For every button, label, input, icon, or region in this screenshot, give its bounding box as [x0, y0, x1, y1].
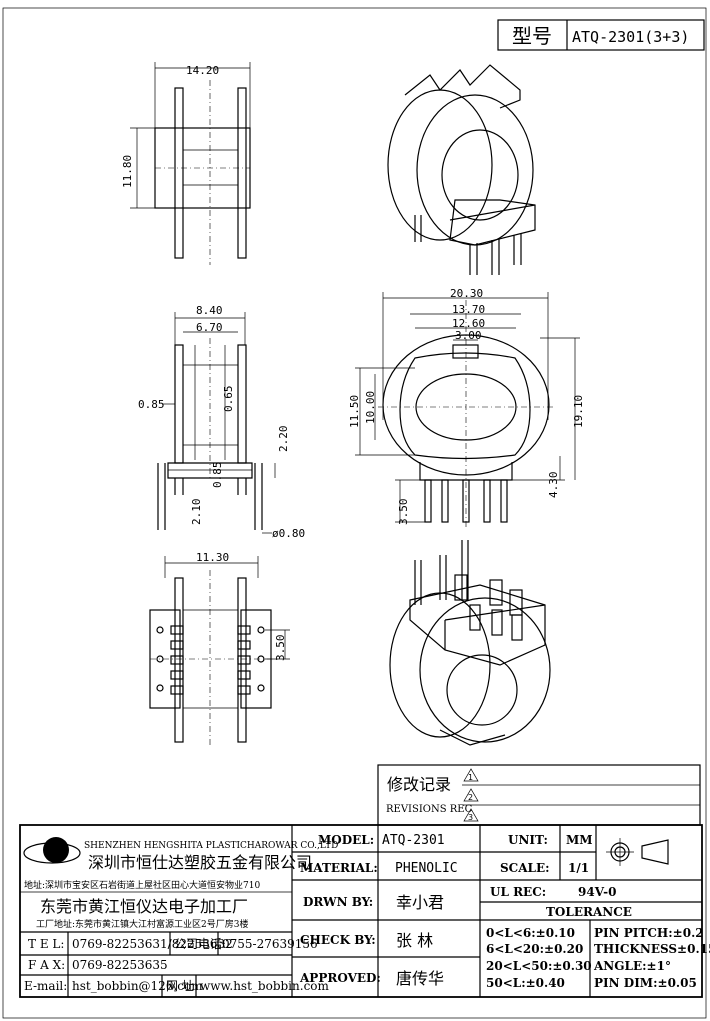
- dim-front-6-70: 6.70: [196, 321, 223, 334]
- revision-mark-3: 3: [468, 813, 473, 822]
- header-model-box: 型号 ATQ-2301(3+3): [497, 19, 705, 51]
- iso-view-top: [387, 64, 536, 275]
- side-view: 20.30 13.70 12.60 3.00 11.50 10.00 19.10…: [348, 287, 585, 530]
- material-value: PHENOLIC: [395, 861, 458, 876]
- dim-front-0-85-left: 0.85: [138, 398, 165, 411]
- dim-side-11-50: 11.50: [348, 395, 361, 428]
- page-border: [2, 7, 707, 1019]
- dim-top-height: 11.80: [121, 155, 134, 188]
- company-tel-label: 公司电话:: [174, 937, 226, 951]
- material-label: MATERIAL:: [300, 861, 378, 875]
- header-model-value: ATQ-2301(3+3): [572, 28, 689, 46]
- tol-line-3: 20<L<50:±0.30: [486, 959, 592, 973]
- model-value: ATQ-2301: [382, 833, 445, 848]
- dim-front-8-40: 8.40: [196, 304, 223, 317]
- dim-side-19-10: 19.10: [572, 395, 585, 428]
- dim-front-pin-dia: ø0.80: [272, 527, 305, 540]
- ul-label: UL REC:: [490, 885, 546, 899]
- company-tel-value: 0755-27639156: [222, 937, 318, 951]
- iso-view-bottom: [389, 540, 551, 746]
- check-label: CHECK BY:: [300, 933, 376, 947]
- revisions-block: 修改记录 REVISIONS REC 1 2 3: [377, 764, 701, 826]
- tel-label: T E L:: [28, 937, 64, 951]
- top-view: 14.20 11.80: [121, 62, 251, 265]
- dim-bottom-3-50: 3.50: [274, 635, 287, 662]
- tol-right-2: THICKNESS±0.15: [594, 942, 710, 956]
- front-view: 8.40 6.70 0.85 0.65 2.20 0.85 2.10 ø0.80: [138, 304, 305, 540]
- revision-mark-2: 2: [468, 793, 473, 802]
- fax-label: F A X:: [28, 958, 65, 972]
- dim-side-20-30: 20.30: [450, 287, 483, 300]
- header-model-label: 型号: [512, 24, 552, 48]
- ul-value: 94V-0: [578, 885, 616, 899]
- company-address: 地址:深圳市宝安区石岩街道上屋社区田心大道恒安物业710: [24, 879, 260, 891]
- scale-label: SCALE:: [500, 861, 550, 875]
- tol-right-1: PIN PITCH:±0.2: [594, 926, 704, 940]
- check-value: 张 林: [396, 931, 433, 950]
- company-logo-dot: [43, 837, 69, 863]
- title-block: SHENZHEN HENGSHITA PLASTICHAROWAR CO.,LT…: [19, 824, 710, 998]
- dim-bottom-11-30: 11.30: [196, 551, 229, 564]
- dim-side-13-70: 13.70: [452, 303, 485, 316]
- tolerance-label: TOLERANCE: [546, 905, 632, 919]
- company-name-en: SHENZHEN HENGSHITA PLASTICHAROWAR CO.,LT…: [84, 841, 338, 851]
- dim-front-0-65: 0.65: [222, 386, 235, 413]
- dim-side-10-00: 10.00: [364, 391, 377, 424]
- company-name-cn: 深圳市恒仕达塑胶五金有限公司: [88, 853, 312, 872]
- dim-side-12-60: 12.60: [452, 317, 485, 330]
- dim-front-2-20: 2.20: [277, 426, 290, 453]
- unit-value: MM: [566, 833, 593, 847]
- drawn-label: DRWN BY:: [303, 895, 373, 909]
- revisions-title-en: REVISIONS REC: [386, 804, 473, 815]
- tol-right-3: ANGLE:±1°: [593, 959, 671, 973]
- approved-label: APPROVED:: [299, 971, 381, 985]
- email-value: hst_bobbin@126.com: [72, 979, 203, 993]
- web-value: www.hst_bobbin.com: [200, 979, 330, 993]
- tel-value: 0769-82253631/82253632: [72, 937, 233, 951]
- dim-side-4-30: 4.30: [547, 472, 560, 499]
- approved-value: 唐传华: [396, 969, 444, 988]
- dim-front-0-85-bottom: 0.85: [211, 462, 224, 489]
- dim-side-3-50: 3.50: [397, 499, 410, 526]
- bottom-view: 11.30 3.5: [149, 551, 290, 745]
- factory-address: 工厂地址:东莞市黄江镇大江村富源工业区2号厂房3楼: [36, 918, 249, 930]
- tol-line-2: 6<L<20:±0.20: [486, 942, 583, 956]
- revision-mark-1: 1: [468, 773, 473, 782]
- email-label: E-mail:: [24, 979, 67, 993]
- factory-name-cn: 东莞市黄江恒仪达电子加工厂: [40, 897, 248, 916]
- drawn-value: 幸小君: [396, 893, 444, 912]
- web-label: 网 址:: [166, 979, 198, 993]
- projection-symbol-icon: [606, 838, 669, 866]
- dim-front-2-10: 2.10: [190, 499, 203, 526]
- dim-top-width: 14.20: [186, 64, 219, 77]
- tol-line-4: 50<L:±0.40: [486, 976, 565, 990]
- unit-label: UNIT:: [508, 833, 548, 847]
- tol-right-4: PIN DIM:±0.05: [594, 976, 697, 990]
- revisions-title-cn: 修改记录: [387, 775, 451, 794]
- scale-value: 1/1: [568, 861, 589, 875]
- fax-value: 0769-82253635: [72, 958, 168, 972]
- model-label: MODEL:: [318, 833, 374, 847]
- tol-line-1: 0<L<6:±0.10: [486, 926, 575, 940]
